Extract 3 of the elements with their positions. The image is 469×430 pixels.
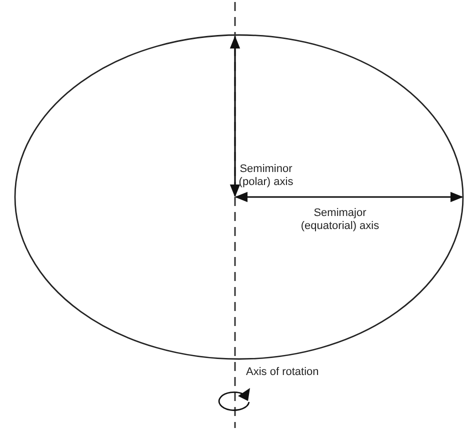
axis-label: Semimajor (equatorial) axis (300, 207, 380, 233)
axis-label: Semiminor (polar) axis (238, 163, 294, 189)
axis-label: Axis of rotation (246, 366, 320, 379)
